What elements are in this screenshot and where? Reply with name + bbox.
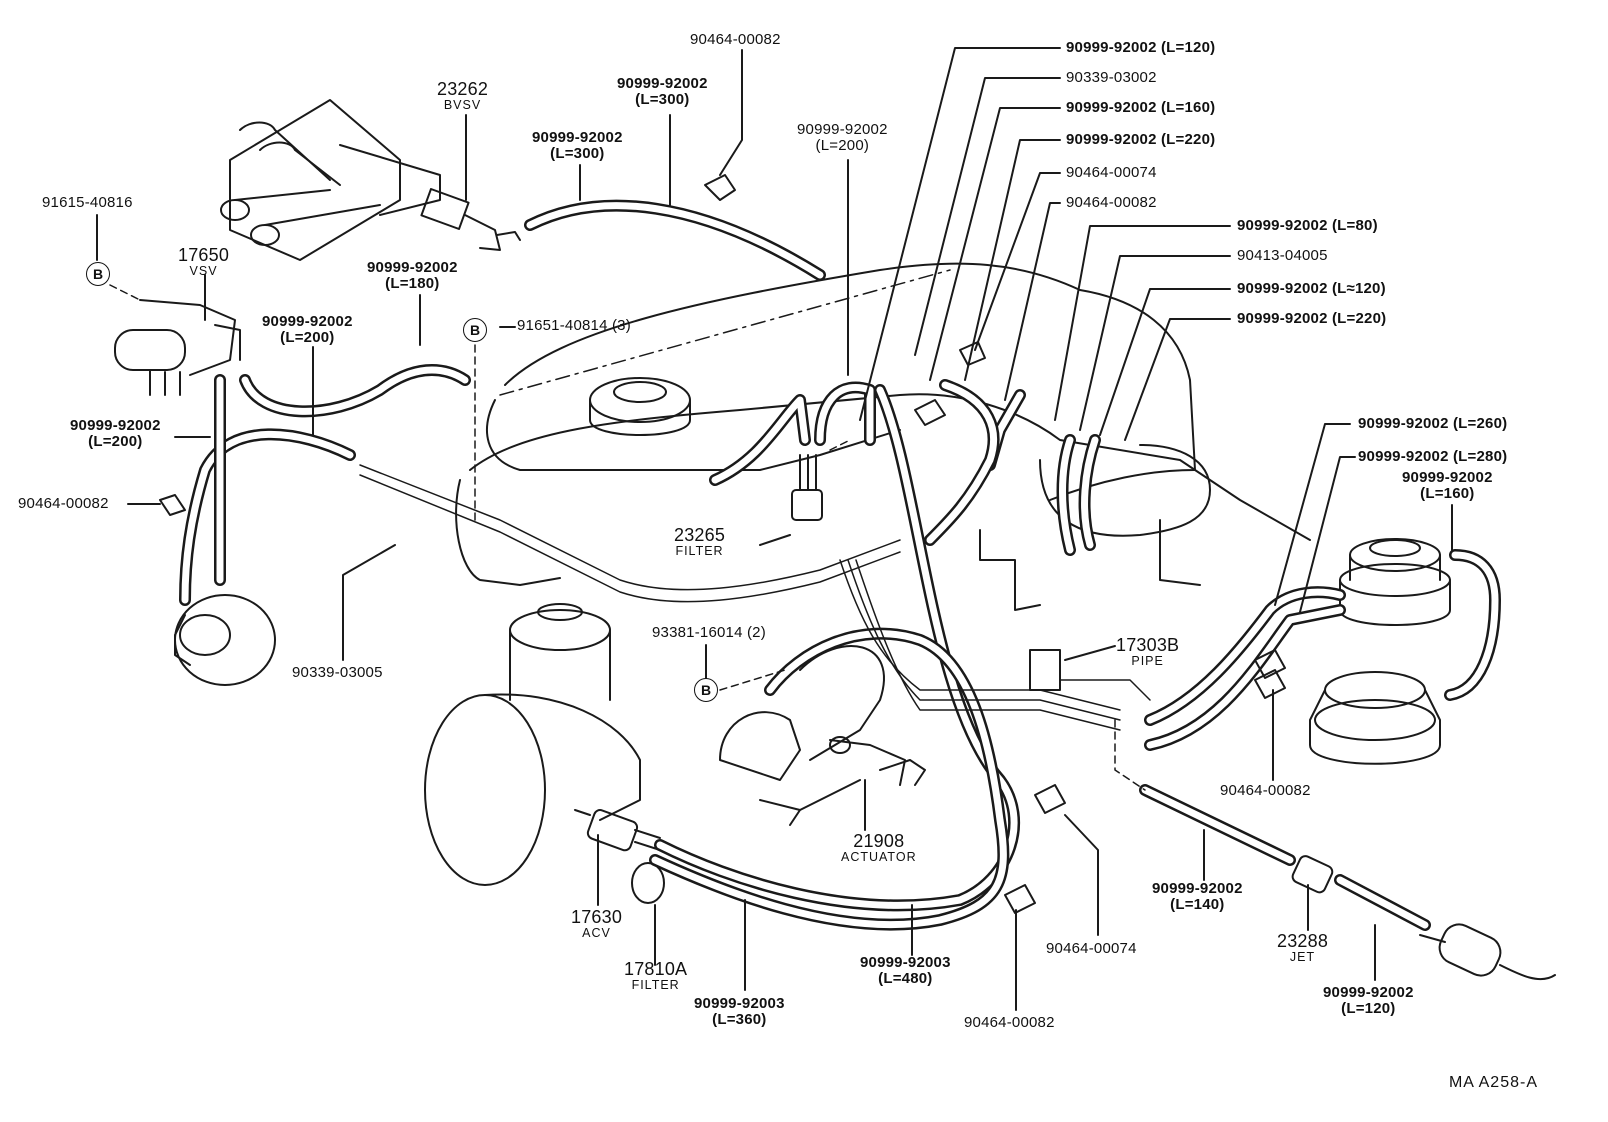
intake-manifold-outline [486, 399, 901, 471]
vacuum-hoses [179, 199, 1501, 931]
label-90464-00082-right: 90464-00082 [1220, 782, 1311, 799]
label-90413-04005: 90413-04005 [1237, 247, 1328, 264]
label-90999-92003-l360: 90999-92003(L=360) [694, 995, 785, 1028]
label-90464-00082-top: 90464-00082 [690, 31, 781, 48]
label-90999-92002-l120-top: 90999-92002 (L=120) [1066, 39, 1216, 56]
brake-booster [424, 603, 641, 886]
label-91615-40816: 91615-40816 [42, 194, 133, 211]
dashed-centerline [499, 269, 951, 396]
label-90999-92002-l160-right: 90999-92002(L=160) [1402, 469, 1493, 502]
valve-cover-outline [504, 262, 1196, 501]
marker-b-actuator: B [694, 678, 718, 702]
label-90999-92002-l280: 90999-92002 (L=280) [1358, 448, 1508, 465]
label-90999-92002-l120-bottom: 90999-92002(L=120) [1323, 984, 1414, 1017]
bvsv-pipe-assembly [220, 99, 441, 261]
oil-filler-cap-knob [613, 381, 667, 403]
marker-b-center: B [463, 318, 487, 342]
filter-23265 [791, 454, 823, 521]
label-90999-92002-l80: 90999-92002 (L=80) [1237, 217, 1378, 234]
vsv-valve [114, 299, 241, 396]
diagram-code: MA A258-A [1448, 1074, 1538, 1091]
pipe-bracket-17303b [1029, 649, 1061, 691]
valve-bottom-right [1419, 923, 1556, 981]
leader-lines [96, 47, 1453, 1011]
metal-vacuum-pipes [359, 464, 1151, 731]
label-90339-03002: 90339-03002 [1066, 69, 1157, 86]
dashed-connection-lines [109, 284, 1146, 791]
label-90999-92002-l120-right: 90999-92002 (L≈120) [1237, 280, 1386, 297]
engine-block-outline [469, 393, 1311, 541]
label-90999-92002-l220-top: 90999-92002 (L=220) [1066, 131, 1216, 148]
label-90999-92003-l480: 90999-92003(L=480) [860, 954, 951, 987]
label-90339-03005: 90339-03005 [292, 664, 383, 681]
engine-front-lower [979, 519, 1201, 611]
label-90999-92002-l260: 90999-92002 (L=260) [1358, 415, 1508, 432]
actuator-assembly [719, 645, 926, 826]
label-90464-00074-bottom: 90464-00074 [1046, 940, 1137, 957]
right-vacuum-canister-upper [1339, 538, 1451, 626]
cylinder-head-lower [455, 479, 561, 586]
label-90999-92002-l300-b: 90999-92002(L=300) [532, 129, 623, 162]
label-90999-92002-l200-left: 90999-92002(L=200) [70, 417, 161, 450]
bvsv-valve [420, 188, 521, 251]
marker-b-left: B [86, 262, 110, 286]
oil-filler-cap-top [589, 399, 691, 436]
label-90999-92002-l220-right: 90999-92002 (L=220) [1237, 310, 1387, 327]
label-90464-00082-bottom: 90464-00082 [964, 1014, 1055, 1031]
label-90999-92002-l200-center: 90999-92002(L=200) [797, 121, 888, 154]
label-90464-00074-top: 90464-00074 [1066, 164, 1157, 181]
label-90999-92002-l180: 90999-92002(L=180) [367, 259, 458, 292]
label-90464-00082-left: 90464-00082 [18, 495, 109, 512]
vacuum-diaphragm-left [174, 594, 276, 686]
filter-17810a [631, 862, 665, 904]
oil-filler-cap [589, 377, 691, 423]
hose-clamps [159, 174, 1286, 914]
label-91651-40814: 91651-40814 (3) [517, 317, 631, 334]
label-93381-16014: 93381-16014 (2) [652, 624, 766, 641]
label-90999-92002-l300-a: 90999-92002(L=300) [617, 75, 708, 108]
label-90999-92002-l140: 90999-92002(L=140) [1152, 880, 1243, 913]
label-90999-92002-l160-top: 90999-92002 (L=160) [1066, 99, 1216, 116]
jet-23288 [1291, 855, 1334, 894]
acv-valve [574, 809, 661, 852]
label-90464-00082-topright: 90464-00082 [1066, 194, 1157, 211]
right-vacuum-canister-lower [1309, 671, 1441, 765]
label-90999-92002-l200-mid: 90999-92002(L=200) [262, 313, 353, 346]
